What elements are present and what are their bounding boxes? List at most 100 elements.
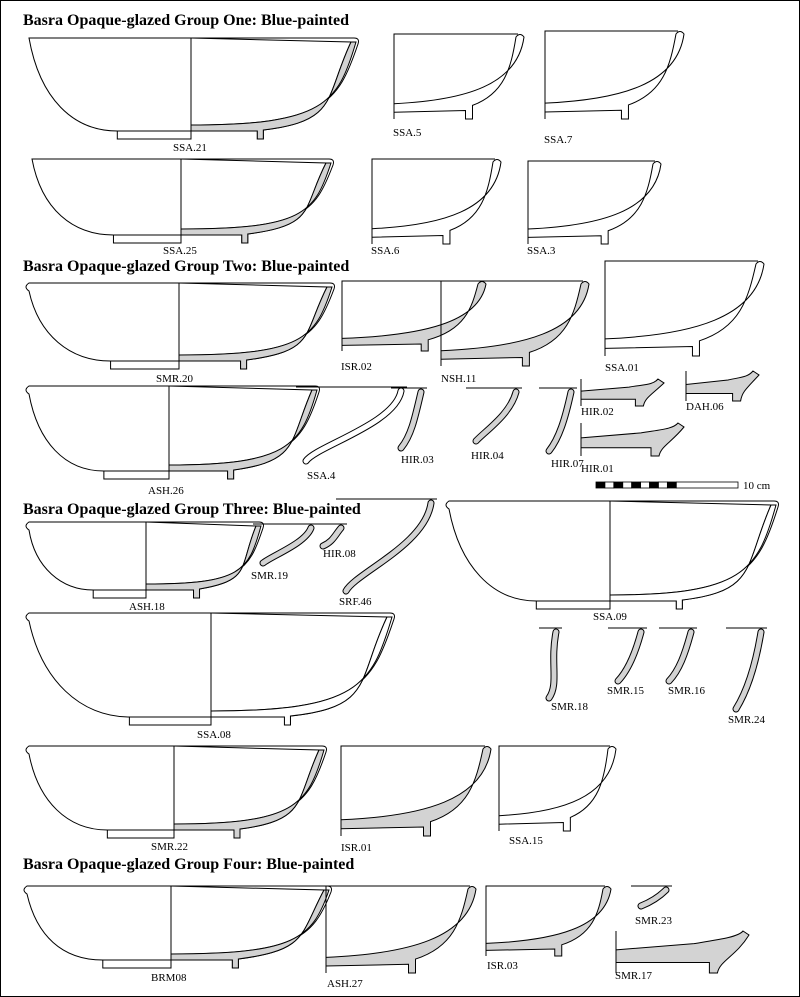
foot-ring [92, 589, 147, 599]
bowl-outer-profile [25, 521, 146, 591]
specimen-label: ISR.01 [341, 842, 372, 854]
section-fill [615, 930, 750, 974]
specimen-label: SMR.24 [728, 714, 765, 726]
section-fill [393, 34, 525, 120]
section-fill [260, 525, 314, 566]
section-fill [544, 31, 685, 120]
specimen-hir-02: HIR.02 [580, 378, 665, 418]
group-three-title: Basra Opaque-glazed Group Three: Blue-pa… [23, 501, 361, 518]
section-fill [440, 281, 590, 367]
section-fill [733, 629, 764, 712]
specimen-label: BRM08 [151, 972, 187, 984]
specimen-ssa-09: SSA.09 [445, 500, 779, 623]
specimen-label: HIR.02 [581, 406, 614, 418]
specimen-label: HIR.08 [323, 548, 356, 560]
scale-segment [622, 481, 633, 489]
specimen-label: DAH.06 [686, 401, 724, 413]
specimen-label: SSA.25 [163, 245, 197, 257]
specimen-hir-01: HIR.01 [580, 422, 685, 475]
scale-segment [631, 481, 642, 489]
scale-segment [640, 481, 650, 489]
scale-bar-label: 10 cm [743, 480, 771, 492]
specimen-label: SMR.23 [635, 915, 672, 927]
section-fill [145, 525, 262, 599]
specimen-ash-18: ASH.18 [25, 521, 264, 613]
scale-segment [613, 481, 624, 489]
axis-and-rim [544, 30, 678, 119]
specimen-label: SSA.7 [544, 134, 573, 146]
specimen-label: ISR.03 [487, 960, 518, 972]
specimen-ssa-08: SSA.08 [25, 612, 395, 741]
group-two-title: Basra Opaque-glazed Group Two: Blue-pain… [23, 258, 350, 275]
specimen-isr-03: ISR.03 [485, 885, 612, 972]
section-fill [546, 629, 559, 701]
specimen-smr-16: SMR.16 [659, 627, 705, 697]
specimen-label: SRF.46 [339, 596, 372, 608]
specimen-label: HIR.01 [581, 463, 614, 475]
axis-and-rim [325, 885, 470, 973]
specimen-ssa-4: SSA.4 [296, 386, 407, 482]
specimen-label: HIR.07 [551, 458, 584, 470]
axis-and-rim [341, 280, 480, 351]
specimen-hir-08: HIR.08 [313, 523, 356, 560]
foot-ring [112, 234, 182, 244]
specimen-ssa-21: SSA.21 [28, 37, 359, 154]
axis-and-rim [371, 158, 495, 244]
specimen-label: ASH.27 [327, 978, 363, 990]
section-fill [320, 525, 344, 549]
bowl-outer-profile [25, 745, 174, 831]
specimen-label: ISR.02 [341, 361, 372, 373]
specimen-label: SMR.20 [156, 373, 193, 385]
specimen-dah-06: DAH.06 [685, 370, 760, 413]
specimen-label: SSA.15 [509, 835, 543, 847]
specimen-smr-20: SMR.20 [25, 282, 335, 385]
section-fill [609, 504, 777, 610]
section-fill [604, 261, 765, 357]
section-fill [473, 389, 519, 444]
specimen-smr-18: SMR.18 [539, 627, 588, 713]
scale-segment [666, 481, 677, 489]
section-fill [340, 746, 492, 837]
axis-and-rim [440, 280, 583, 366]
section-fill [303, 388, 404, 464]
specimen-label: ASH.26 [148, 485, 184, 497]
specimen-isr-01: ISR.01 [340, 745, 492, 854]
specimen-label: HIR.03 [401, 454, 434, 466]
group-four-title: Basra Opaque-glazed Group Four: Blue-pai… [23, 856, 355, 873]
specimen-ssa-25: SSA.25 [31, 158, 334, 257]
specimen-ssa-6: SSA.6 [371, 158, 502, 257]
foot-ring [106, 829, 175, 839]
bowl-outer-profile [23, 885, 171, 961]
section-fill [343, 500, 434, 594]
section-fill [371, 159, 502, 245]
specimen-smr-24: SMR.24 [726, 627, 767, 726]
foot-ring [102, 959, 172, 969]
section-fill [190, 41, 357, 140]
specimen-ssa-5: SSA.5 [393, 33, 525, 139]
foot-ring [128, 716, 212, 726]
section-fill [485, 886, 612, 957]
foot-ring [116, 130, 192, 140]
specimen-smr-23: SMR.23 [631, 885, 672, 927]
section-fill [580, 422, 685, 457]
specimen-label: SSA.09 [593, 611, 627, 623]
section-fill [615, 629, 644, 684]
bowl-outer-profile [28, 37, 191, 132]
specimen-smr-22: SMR.22 [25, 745, 327, 853]
specimen-label: HIR.04 [471, 450, 504, 462]
scale-segment [675, 481, 739, 489]
axis-and-rim [393, 33, 518, 119]
group-one-title: Basra Opaque-glazed Group One: Blue-pain… [23, 12, 349, 29]
specimen-isr-02: ISR.02 [341, 280, 487, 373]
foot-ring [103, 470, 170, 480]
foot-ring [535, 600, 611, 610]
section-fill [325, 886, 477, 974]
bowl-outer-profile [25, 612, 211, 718]
section-fill [666, 629, 694, 684]
section-fill [498, 746, 617, 832]
specimen-label: SSA.21 [173, 142, 207, 154]
axis-and-rim [498, 745, 610, 831]
scale-segment [649, 481, 659, 489]
